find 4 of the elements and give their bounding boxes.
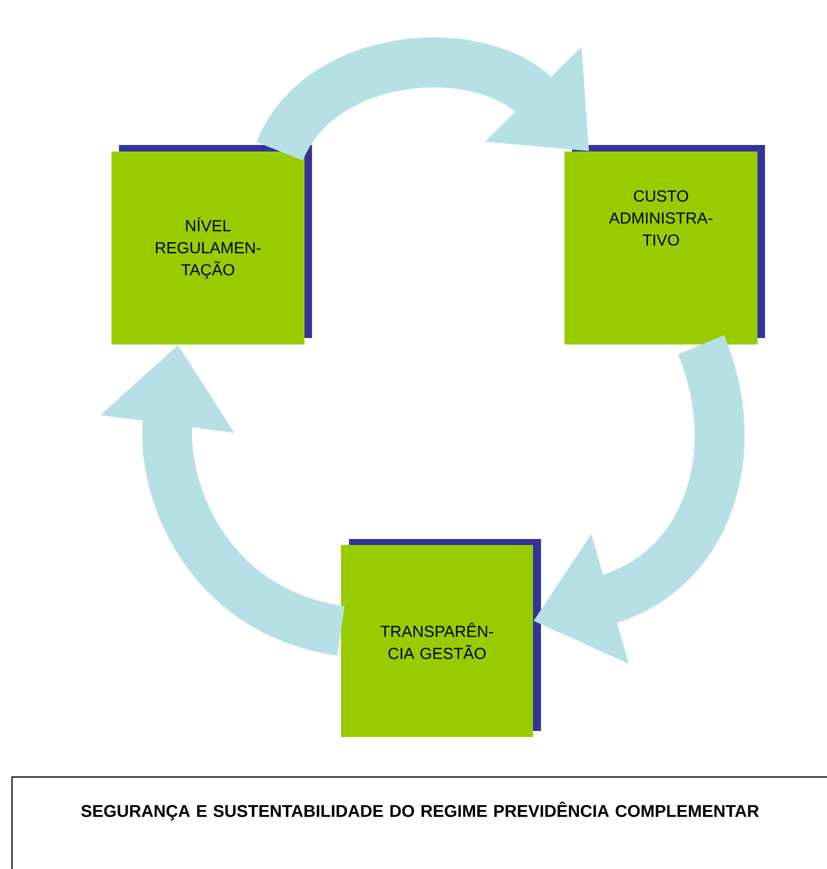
process-box: NÍVEL REGULAMEN-TAÇÃO bbox=[112, 145, 312, 344]
caption-box: SEGURANÇA E SUSTENTABILIDADE DO REGIME PREVIDÊNCIA COMPLEMENTAR bbox=[11, 776, 827, 869]
process-box: TRANSPARÊN-CIA GESTÃO bbox=[341, 539, 541, 737]
process-box: CUSTO ADMINISTRA-TIVO bbox=[564, 145, 765, 344]
